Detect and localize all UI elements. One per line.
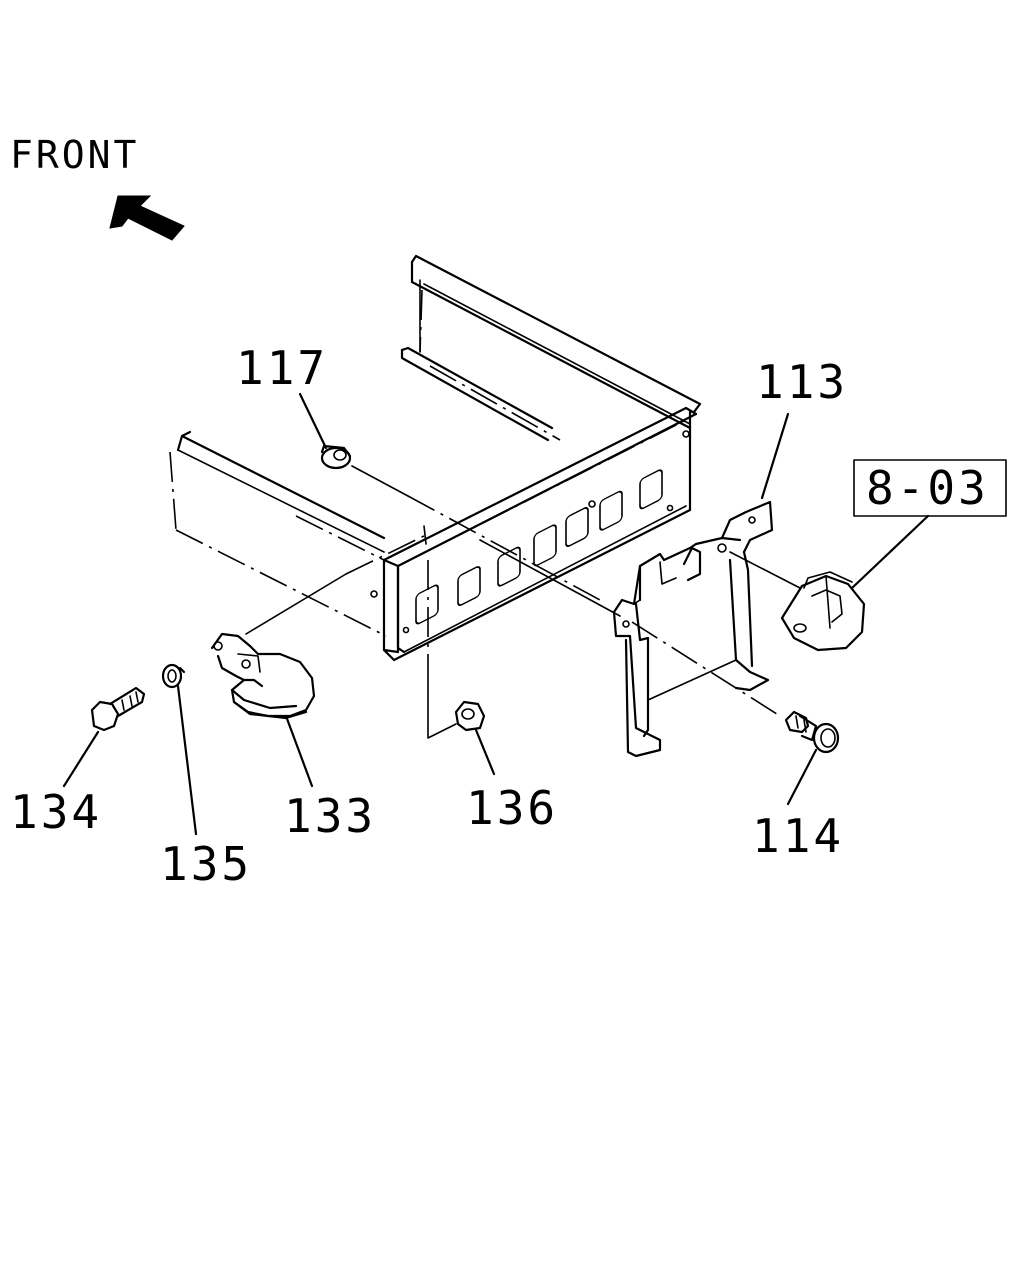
tow-hook-133 xyxy=(210,632,316,720)
callout-133: 133 xyxy=(284,789,376,843)
snap-ring-135 xyxy=(161,663,186,689)
callout-135: 135 xyxy=(160,837,252,891)
flange-nut-117 xyxy=(320,444,352,470)
bracket-113 xyxy=(612,500,774,758)
bolt-134 xyxy=(90,686,146,732)
nut-136 xyxy=(454,700,486,732)
leader-lines xyxy=(62,392,930,836)
trailer-socket-803 xyxy=(780,571,866,652)
callout-134: 134 xyxy=(10,785,102,839)
callout-136: 136 xyxy=(466,781,558,835)
front-label: FRONT xyxy=(10,133,139,177)
flange-bolt-114 xyxy=(784,710,840,754)
chassis-frame xyxy=(169,254,702,662)
callout-803: 8-03 xyxy=(866,461,989,515)
callout-803-box: 8-03 xyxy=(853,459,1007,517)
callout-117: 117 xyxy=(236,341,328,395)
front-arrow-icon xyxy=(109,195,185,241)
callout-113: 113 xyxy=(756,355,848,409)
callout-114: 114 xyxy=(752,809,844,863)
assembly-lines xyxy=(245,465,801,739)
